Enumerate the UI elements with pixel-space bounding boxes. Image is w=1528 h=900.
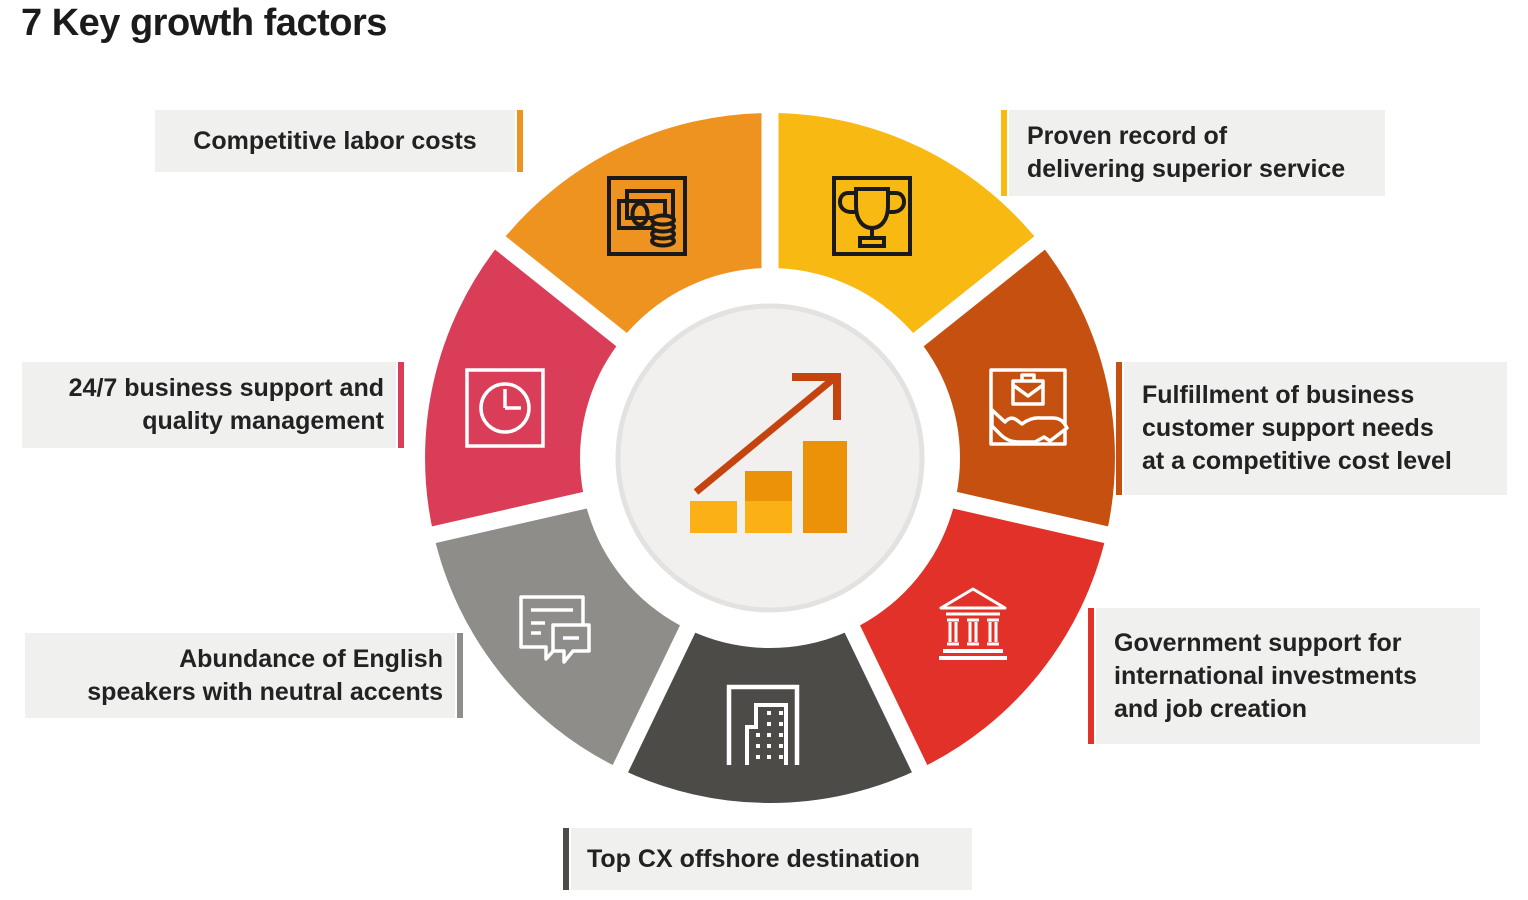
growth-factors-wheel [424, 108, 1116, 803]
accent-bar [398, 362, 404, 448]
accent-bar [457, 633, 463, 718]
briefcase-hand-icon [989, 368, 1069, 446]
factor-label-text: Proven record of delivering superior ser… [1009, 110, 1385, 196]
segment-proven-record [770, 113, 1040, 341]
banknotes-coins-icon [607, 176, 687, 256]
factor-label-24-7-support: 24/7 business support and quality manage… [22, 362, 404, 448]
factor-label-competitive-labor-costs: Competitive labor costs [155, 110, 523, 172]
factor-label-text: Government support for international inv… [1096, 608, 1480, 744]
factor-label-text: 24/7 business support and quality manage… [22, 362, 396, 448]
segment-government [851, 499, 1107, 769]
factor-label-english-speakers: Abundance of English speakers with neutr… [25, 633, 463, 718]
accent-bar [517, 110, 523, 172]
trophy-icon [832, 176, 912, 256]
accent-bar [1088, 608, 1094, 744]
growth-chart-icon [690, 373, 847, 533]
chat-bubbles-icon [519, 595, 591, 664]
factor-label-text: Competitive labor costs [155, 110, 515, 172]
factor-label-text: Fulfillment of business customer support… [1124, 362, 1507, 495]
office-building-icon [726, 684, 800, 765]
page-title: 7 Key growth factors [21, 2, 387, 44]
factor-label-government-support: Government support for international inv… [1088, 608, 1480, 744]
segment-business-support [425, 242, 623, 535]
government-building-icon [939, 587, 1007, 660]
accent-bar [1001, 110, 1007, 196]
wheel-hub [615, 303, 925, 613]
factor-label-proven-record: Proven record of delivering superior ser… [1001, 110, 1385, 196]
segment-top-cx [620, 627, 920, 803]
factor-label-fulfillment: Fulfillment of business customer support… [1116, 362, 1507, 495]
accent-bar [563, 828, 569, 890]
accent-bar [1116, 362, 1122, 495]
clock-icon [465, 368, 545, 448]
building-windows [756, 711, 783, 759]
factor-label-text: Abundance of English speakers with neutr… [25, 633, 455, 718]
factor-label-top-cx: Top CX offshore destination [563, 828, 972, 890]
growth-arrow [693, 373, 841, 495]
factor-label-text: Top CX offshore destination [571, 828, 972, 890]
